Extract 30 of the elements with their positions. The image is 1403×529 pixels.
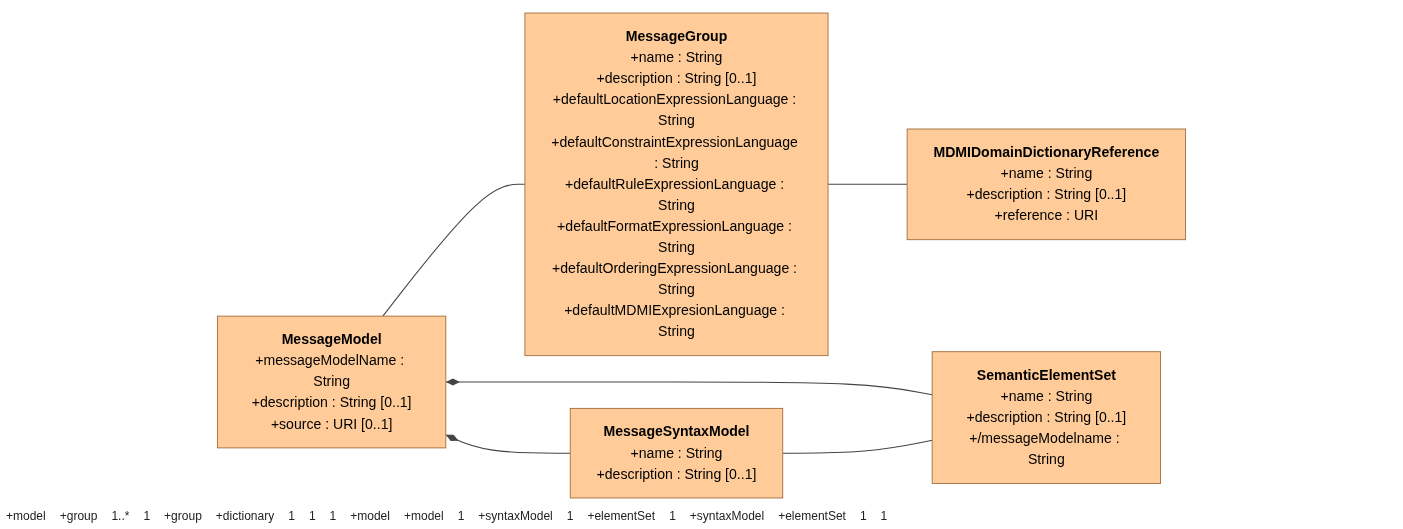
association-end-label: +elementSet bbox=[778, 509, 846, 523]
association-end-label: 1 bbox=[308, 509, 316, 523]
association-end-label: +syntaxModel bbox=[478, 509, 553, 523]
association-end-label: +model bbox=[403, 509, 444, 523]
association-end-label: +elementSet bbox=[587, 509, 656, 523]
node-box: MessageModel +messageModelName : String +description : String [0..1] +source : URI [0..1] bbox=[216, 315, 447, 449]
node-box: SemanticElementSet +name : String +description : String [0..1] +/messageModelname : String bbox=[931, 351, 1161, 484]
node-box: MessageGroup +name : String +description : String [0..1] +defaultLocationExpressionLanguage : String +defaultConstraintExpressionLanguage : String +defaultRuleExpressionLanguage : String +defaultFormatExpressionLanguage : String +defaultOrderingExpressionLanguage : String +defaultMDMIExpresionLanguage : String bbox=[524, 12, 829, 357]
node-box: MessageSyntaxModel +name : String +description : String [0..1] bbox=[569, 407, 784, 499]
connector bbox=[445, 378, 933, 396]
association-end-label: +syntaxModel bbox=[689, 509, 765, 523]
association-end-label: 1 bbox=[288, 509, 295, 523]
association-end-label: 1 bbox=[859, 509, 867, 523]
association-end-label: 1 bbox=[669, 509, 676, 523]
connector bbox=[445, 434, 571, 454]
association-end-label: 1 bbox=[457, 509, 465, 523]
association-end-label: +group bbox=[59, 509, 98, 523]
association-end-label: 1 bbox=[566, 509, 574, 523]
node-box: MDMIDomainDictionaryReference +name : String +description : String [0..1] +reference : URI bbox=[906, 128, 1187, 241]
association-end-label: +dictionary bbox=[215, 509, 275, 523]
connector bbox=[382, 183, 526, 317]
association-end-label: 1 bbox=[329, 509, 337, 523]
association-end-label: 1 bbox=[880, 509, 888, 523]
connector bbox=[782, 439, 933, 454]
association-end-label: +group bbox=[164, 509, 202, 523]
association-end-label: +model bbox=[350, 509, 390, 523]
connector bbox=[827, 183, 908, 185]
association-end-label: 1..* bbox=[111, 509, 130, 523]
association-end-label: +model bbox=[6, 509, 46, 523]
association-end-label: 1 bbox=[143, 509, 151, 523]
